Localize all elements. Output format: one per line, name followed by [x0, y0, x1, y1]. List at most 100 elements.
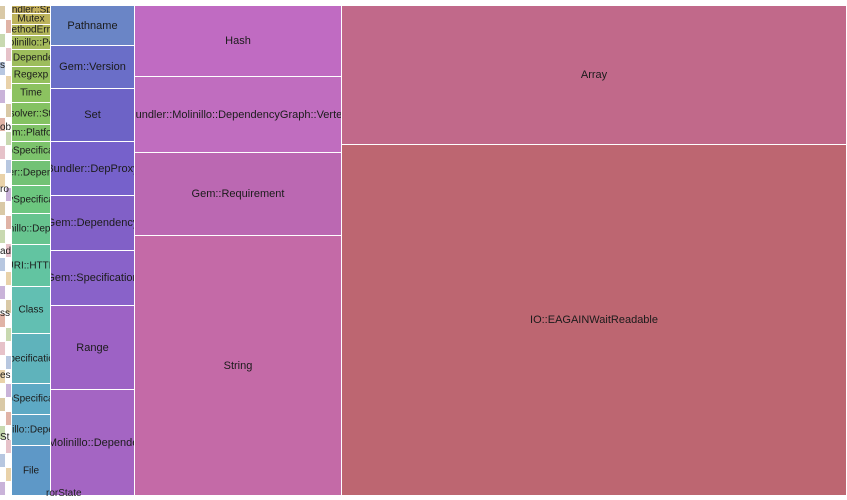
- treemap-cell-stubspecification[interactable]: StubSpecification: [12, 384, 51, 415]
- treemap-cell-lazyspecification[interactable]: LazySpecification: [12, 186, 51, 214]
- treemap-cell-gem-version[interactable]: Gem::Version: [51, 46, 135, 89]
- treemap-cell-label: Class: [18, 304, 44, 316]
- treemap-cell-small[interactable]: [6, 20, 12, 34]
- treemap-cell-label: Pathname: [67, 19, 118, 32]
- treemap-cell-label: Bundler::Molinillo::DependencyState: [12, 223, 51, 235]
- treemap-cell-gem-specification[interactable]: Gem::Specification: [51, 251, 135, 306]
- treemap-cell-gem-requirement[interactable]: Gem::Requirement: [135, 153, 342, 236]
- treemap-cell-label: Mutex: [17, 14, 45, 25]
- treemap-cell-small[interactable]: [6, 300, 12, 314]
- treemap-cell-small[interactable]: [0, 62, 6, 76]
- treemap-cell-bundler-dependency[interactable]: Bundler::Dependency: [12, 161, 51, 186]
- treemap-cell-small[interactable]: [0, 342, 6, 356]
- treemap-cell-label: Gem::Dependency: [51, 217, 135, 229]
- treemap-cell-small[interactable]: [0, 454, 6, 468]
- treemap-cell-label: Bundler::Molinillo::DependencyGraph: [12, 424, 50, 436]
- treemap-cell-small[interactable]: [6, 440, 12, 454]
- treemap-cell-small[interactable]: [6, 188, 12, 202]
- treemap-small-cells: [0, 6, 12, 496]
- treemap-cell-small[interactable]: [6, 412, 12, 426]
- treemap-cell-small[interactable]: [6, 132, 12, 146]
- treemap-cell-set[interactable]: Set: [51, 89, 135, 142]
- treemap-cell-small[interactable]: [6, 48, 12, 62]
- treemap-cell-small[interactable]: [6, 76, 12, 90]
- treemap-cell-hash[interactable]: Hash: [135, 6, 342, 77]
- treemap-cell-io-eagainwaitreadable[interactable]: IO::EAGAINWaitReadable: [342, 145, 847, 496]
- treemap-cell-bundler-molinillo-possibilityset[interactable]: Bundler::Molinillo::PossibilitySet: [12, 36, 51, 50]
- treemap-cell-small[interactable]: [6, 328, 12, 342]
- treemap-cell-small[interactable]: [0, 146, 6, 160]
- treemap-cell-label: Gem::Platform: [12, 127, 51, 139]
- treemap-cell-string[interactable]: String: [135, 236, 342, 496]
- treemap-cell-small[interactable]: [0, 6, 6, 20]
- treemap-cell-label: Set: [84, 109, 101, 121]
- treemap-cell-small[interactable]: [6, 216, 12, 230]
- treemap-cell-label: Bundler::Molinillo::DependencyGraph::Ver…: [135, 108, 342, 121]
- treemap-cell-label: File: [22, 465, 40, 476]
- treemap-cell-bundler-molinillo-dependencygraph-vertex[interactable]: Bundler::Molinillo::DependencyGraph::Ver…: [12, 50, 51, 67]
- treemap-cell-time[interactable]: Time: [12, 84, 51, 103]
- treemap-cell-stubspecification[interactable]: StubSpecification: [12, 142, 51, 161]
- treemap-cell-label: Time: [20, 87, 42, 99]
- treemap-cell-small[interactable]: [0, 286, 6, 300]
- treemap-cell-specification[interactable]: Specification: [12, 334, 51, 384]
- treemap-cell-pathname[interactable]: Pathname: [51, 6, 135, 46]
- treemap-cell-label: String: [223, 359, 253, 372]
- treemap-cell-regexp[interactable]: Regexp: [12, 67, 51, 84]
- treemap-cell-label: StubSpecification: [12, 393, 50, 405]
- treemap-cell-small[interactable]: [0, 370, 6, 384]
- treemap-cell-small[interactable]: [0, 482, 6, 496]
- treemap-cell-label: Gem::Requirement: [191, 188, 285, 200]
- treemap-cell-small[interactable]: [0, 314, 6, 328]
- treemap-cell-label: Bundler::DepProxy: [51, 162, 135, 175]
- treemap-cell-label: Resolver::State: [12, 108, 50, 119]
- treemap-cell-bundler-molinillo-dependencygraph[interactable]: Bundler::Molinillo::DependencyGraph: [12, 415, 51, 446]
- truncated-label: rorState: [46, 488, 82, 499]
- treemap-cell-small[interactable]: [0, 230, 6, 244]
- treemap-cell-bundler-spec[interactable]: Bundler::Spec: [12, 6, 51, 14]
- treemap-cell-label: URI::HTTP: [12, 260, 50, 271]
- treemap-cell-small[interactable]: [0, 426, 6, 440]
- treemap-cell-methoderror[interactable]: MethodError: [12, 25, 51, 36]
- treemap-cell-small[interactable]: [0, 398, 6, 412]
- treemap-cell-bundler-molinillo-dependencystate[interactable]: Bundler::Molinillo::DependencyState: [51, 390, 135, 496]
- treemap-cell-small[interactable]: [0, 202, 6, 216]
- treemap-cell-label: Bundler::Molinillo::PossibilitySet: [12, 37, 50, 48]
- treemap-cell-small[interactable]: [0, 118, 6, 132]
- treemap-cell-uri-http[interactable]: URI::HTTP: [12, 245, 51, 287]
- treemap-cell-class[interactable]: Class: [12, 287, 51, 334]
- treemap-cell-label: Bundler::Dependency: [12, 167, 51, 179]
- treemap-cell-bundler-molinillo-dependencygraph-vertex[interactable]: Bundler::Molinillo::DependencyGraph::Ver…: [135, 77, 342, 153]
- treemap-cell-small[interactable]: [6, 104, 12, 118]
- edge-label: St: [0, 432, 10, 443]
- treemap-cell-label: Gem::Version: [59, 61, 126, 73]
- treemap-cell-small[interactable]: [0, 258, 6, 272]
- treemap-cell-small[interactable]: [6, 244, 12, 258]
- treemap-cell-gem-platform[interactable]: Gem::Platform: [12, 125, 51, 142]
- treemap-cell-small[interactable]: [0, 174, 6, 188]
- treemap-cell-small[interactable]: [6, 272, 12, 286]
- treemap-cell-label: Bundler::Molinillo::DependencyState: [51, 436, 134, 449]
- treemap-cell-small[interactable]: [6, 384, 12, 398]
- treemap-cell-label: Specification: [12, 353, 50, 364]
- treemap-cell-small[interactable]: [0, 34, 6, 48]
- treemap-cell-gem-dependency[interactable]: Gem::Dependency: [51, 196, 135, 251]
- treemap-cell-label: Gem::Specification: [51, 272, 135, 284]
- edge-label: ss: [0, 308, 10, 319]
- treemap-cell-label: Bundler::Molinillo::DependencyGraph::Ver…: [12, 52, 50, 64]
- treemap-cell-bundler-molinillo-dependencystate[interactable]: Bundler::Molinillo::DependencyState: [12, 214, 51, 245]
- edge-label: ad: [0, 246, 12, 257]
- treemap-cell-label: Array: [580, 69, 608, 81]
- treemap-cell-range[interactable]: Range: [51, 306, 135, 390]
- treemap-cell-resolver-state[interactable]: Resolver::State: [12, 103, 51, 125]
- treemap-cell-small[interactable]: [6, 468, 12, 482]
- treemap-cell-mutex[interactable]: Mutex: [12, 14, 51, 25]
- treemap-cell-small[interactable]: [6, 356, 12, 370]
- treemap-cell-bundler-depproxy[interactable]: Bundler::DepProxy: [51, 142, 135, 196]
- treemap-cell-array[interactable]: Array: [342, 6, 847, 145]
- treemap-cell-label: Hash: [225, 35, 251, 47]
- treemap-cell-label: Range: [76, 341, 109, 354]
- treemap-cell-small[interactable]: [0, 90, 6, 104]
- treemap-cell-label: Bundler::Spec: [12, 6, 51, 14]
- treemap-cell-small[interactable]: [6, 160, 12, 174]
